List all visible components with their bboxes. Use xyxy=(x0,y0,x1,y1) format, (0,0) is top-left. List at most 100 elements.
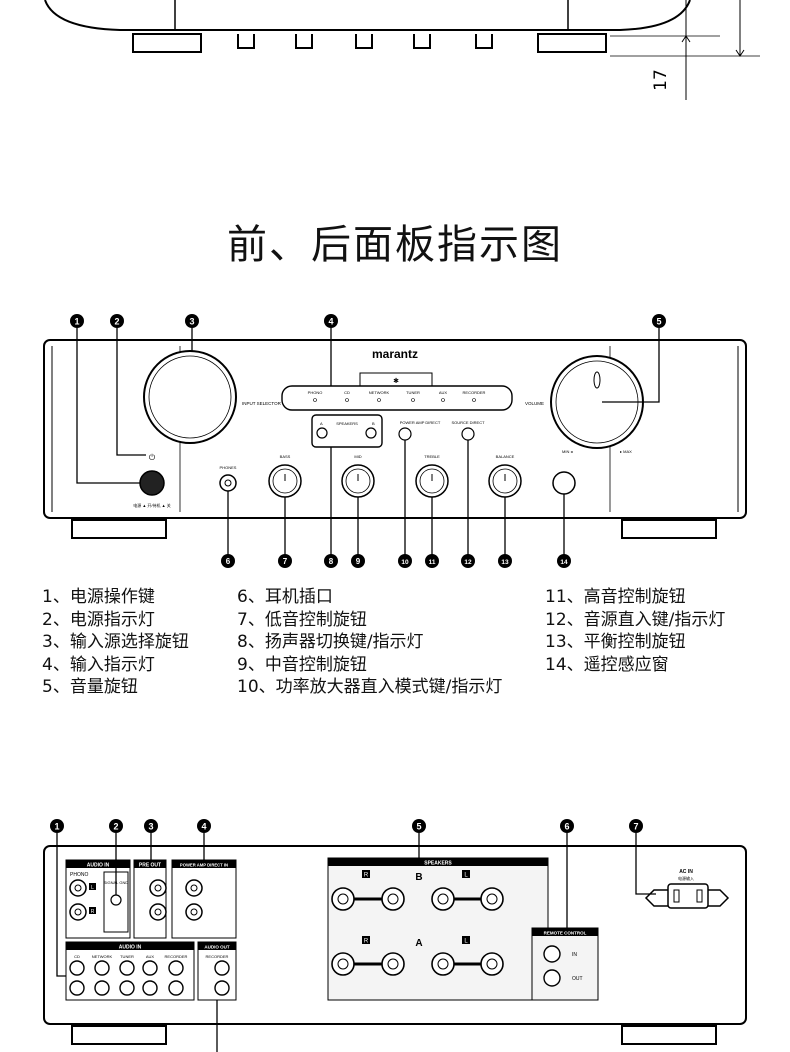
dimension-value: 17 xyxy=(650,69,671,91)
input-indicator-label: RECORDER xyxy=(463,390,486,395)
speaker-terminal-block xyxy=(327,857,549,1001)
rca-jack[interactable] xyxy=(142,960,158,976)
ac-in-sub-label: 电源输入 xyxy=(678,875,694,881)
input-indicator-label: PHONO xyxy=(308,390,323,395)
speaker-button-group xyxy=(311,414,383,448)
callout-number: 1 xyxy=(54,822,59,832)
mid-label: MID xyxy=(354,454,361,459)
input-indicator-bar xyxy=(281,385,513,411)
phono-jacks: L R xyxy=(69,879,96,921)
pre-out-label: PRE OUT xyxy=(139,863,161,869)
channel-l-label: L xyxy=(91,885,94,891)
input-indicator-led xyxy=(313,398,317,402)
legend-item: 4、输入指示灯 xyxy=(42,654,155,675)
legend-item: 10、功率放大器直入模式键/指示灯 xyxy=(237,677,503,697)
remote-in-label: IN xyxy=(572,952,577,958)
audio-out-label: AUDIO OUT xyxy=(204,945,230,950)
rca-jack[interactable] xyxy=(168,960,184,976)
input-indicator-label: TUNER xyxy=(406,390,420,395)
callout-number: 1 xyxy=(74,317,79,327)
remote-out-label: OUT xyxy=(572,976,583,982)
input-indicator-led xyxy=(345,398,349,402)
callout-number: 6 xyxy=(226,557,231,566)
speaker-a-button[interactable] xyxy=(316,427,328,439)
callout-number: 3 xyxy=(189,317,194,327)
callout-number: 7 xyxy=(283,557,288,566)
rca-jack[interactable] xyxy=(168,980,184,996)
power-indicator-icon: ⏻ xyxy=(149,453,156,462)
rca-jack[interactable] xyxy=(69,980,85,996)
pre-out-block xyxy=(133,859,167,939)
source-direct-label: SOURCE DIRECT xyxy=(451,420,485,425)
legend-item: 14、遥控感应窗 xyxy=(545,654,669,675)
remote-out-jack[interactable] xyxy=(543,969,561,987)
callout-number: 6 xyxy=(564,822,569,832)
speaker-b-button[interactable] xyxy=(365,427,377,439)
channel-r-label: R xyxy=(364,873,369,879)
legend-item: 7、低音控制旋钮 xyxy=(237,609,367,630)
callout-number: 12 xyxy=(464,559,472,566)
remote-control-block xyxy=(531,927,599,1001)
speakers-label: SPEAKERS xyxy=(336,421,358,426)
legend-column-3: 11、高音控制旋钮 12、音源直入键/指示灯 13、平衡控制旋钮 14、遥控感应… xyxy=(545,586,725,676)
speaker-terminals-a xyxy=(331,952,504,976)
legend-item: 1、电源操作键 xyxy=(42,587,155,607)
treble-label: TREBLE xyxy=(424,454,440,459)
legend-item: 9、中音控制旋钮 xyxy=(237,654,367,675)
rear-callout-lines xyxy=(56,833,656,1052)
phono-label: PHONO xyxy=(70,872,88,878)
front-callout-lines xyxy=(76,328,660,555)
phones-label: PHONES xyxy=(220,465,237,470)
remote-in-jack[interactable] xyxy=(543,945,561,963)
input-indicator-label: CD xyxy=(344,390,350,395)
callout-number: 2 xyxy=(114,317,119,327)
rca-jack[interactable] xyxy=(119,960,135,976)
audio-in-input-label: TUNER xyxy=(120,954,134,959)
legend-item: 13、平衡控制旋钮 xyxy=(545,632,686,652)
power-amp-direct-button[interactable] xyxy=(398,427,412,441)
callout-number: 13 xyxy=(501,559,509,566)
input-selector-label: INPUT SELECTOR xyxy=(242,401,282,406)
callout-number: 5 xyxy=(656,317,661,327)
speakers-b-label: B xyxy=(372,421,375,426)
chassis-top-remnant xyxy=(44,0,760,100)
rca-jack[interactable] xyxy=(214,960,230,976)
speaker-a-label: A xyxy=(415,938,422,949)
rca-jack[interactable] xyxy=(119,980,135,996)
callout-number: 4 xyxy=(201,822,206,832)
input-indicator-label: NETWORK xyxy=(369,390,390,395)
rca-jack[interactable] xyxy=(69,960,85,976)
audio-in-input-label: RECORDER xyxy=(165,954,188,959)
remote-sensor-window xyxy=(552,471,576,495)
input-indicator-label: AUX xyxy=(439,390,448,395)
power-amp-direct-in-block xyxy=(171,859,237,939)
volume-max-label: ▸ MAX xyxy=(620,449,632,454)
rear-panel: AUDIO IN PHONO L R SIGNAL GND PRE OUT PO… xyxy=(43,845,747,1045)
signal-gnd-terminal[interactable] xyxy=(110,894,122,906)
legend-column-1: 1、电源操作键 2、电源指示灯 3、输入源选择旋钮 4、输入指示灯 5、音量旋钮 xyxy=(42,586,189,699)
callout-number: 11 xyxy=(429,559,436,566)
rca-jack[interactable] xyxy=(94,980,110,996)
front-callouts-top: 1 2 3 4 5 xyxy=(70,314,666,328)
channel-l-label: L xyxy=(464,873,468,879)
channel-r-label: R xyxy=(364,939,369,945)
mid-knob-group: MID xyxy=(341,454,375,498)
channel-r-label: R xyxy=(91,909,95,915)
speakers-terminal-label: SPEAKERS xyxy=(424,861,452,867)
speaker-terminals-b xyxy=(331,887,504,911)
balance-label: BALANCE xyxy=(496,454,515,459)
rca-jack[interactable] xyxy=(94,960,110,976)
power-button[interactable] xyxy=(139,470,165,496)
front-callouts-bottom: 6 7 8 9 10 11 12 13 14 xyxy=(221,554,571,568)
audio-in-jack-grid xyxy=(69,960,184,996)
callout-number: 3 xyxy=(148,822,153,832)
callout-number: 2 xyxy=(113,822,118,832)
rca-jack[interactable] xyxy=(214,980,230,996)
rca-jack[interactable] xyxy=(142,980,158,996)
ac-in-label: AC IN xyxy=(679,869,693,875)
input-selector-knob[interactable] xyxy=(143,350,237,444)
source-direct-button[interactable] xyxy=(461,427,475,441)
volume-label: VOLUME xyxy=(525,401,544,406)
input-indicator-led xyxy=(377,398,381,402)
audio-in-input-label: CD xyxy=(74,954,80,959)
